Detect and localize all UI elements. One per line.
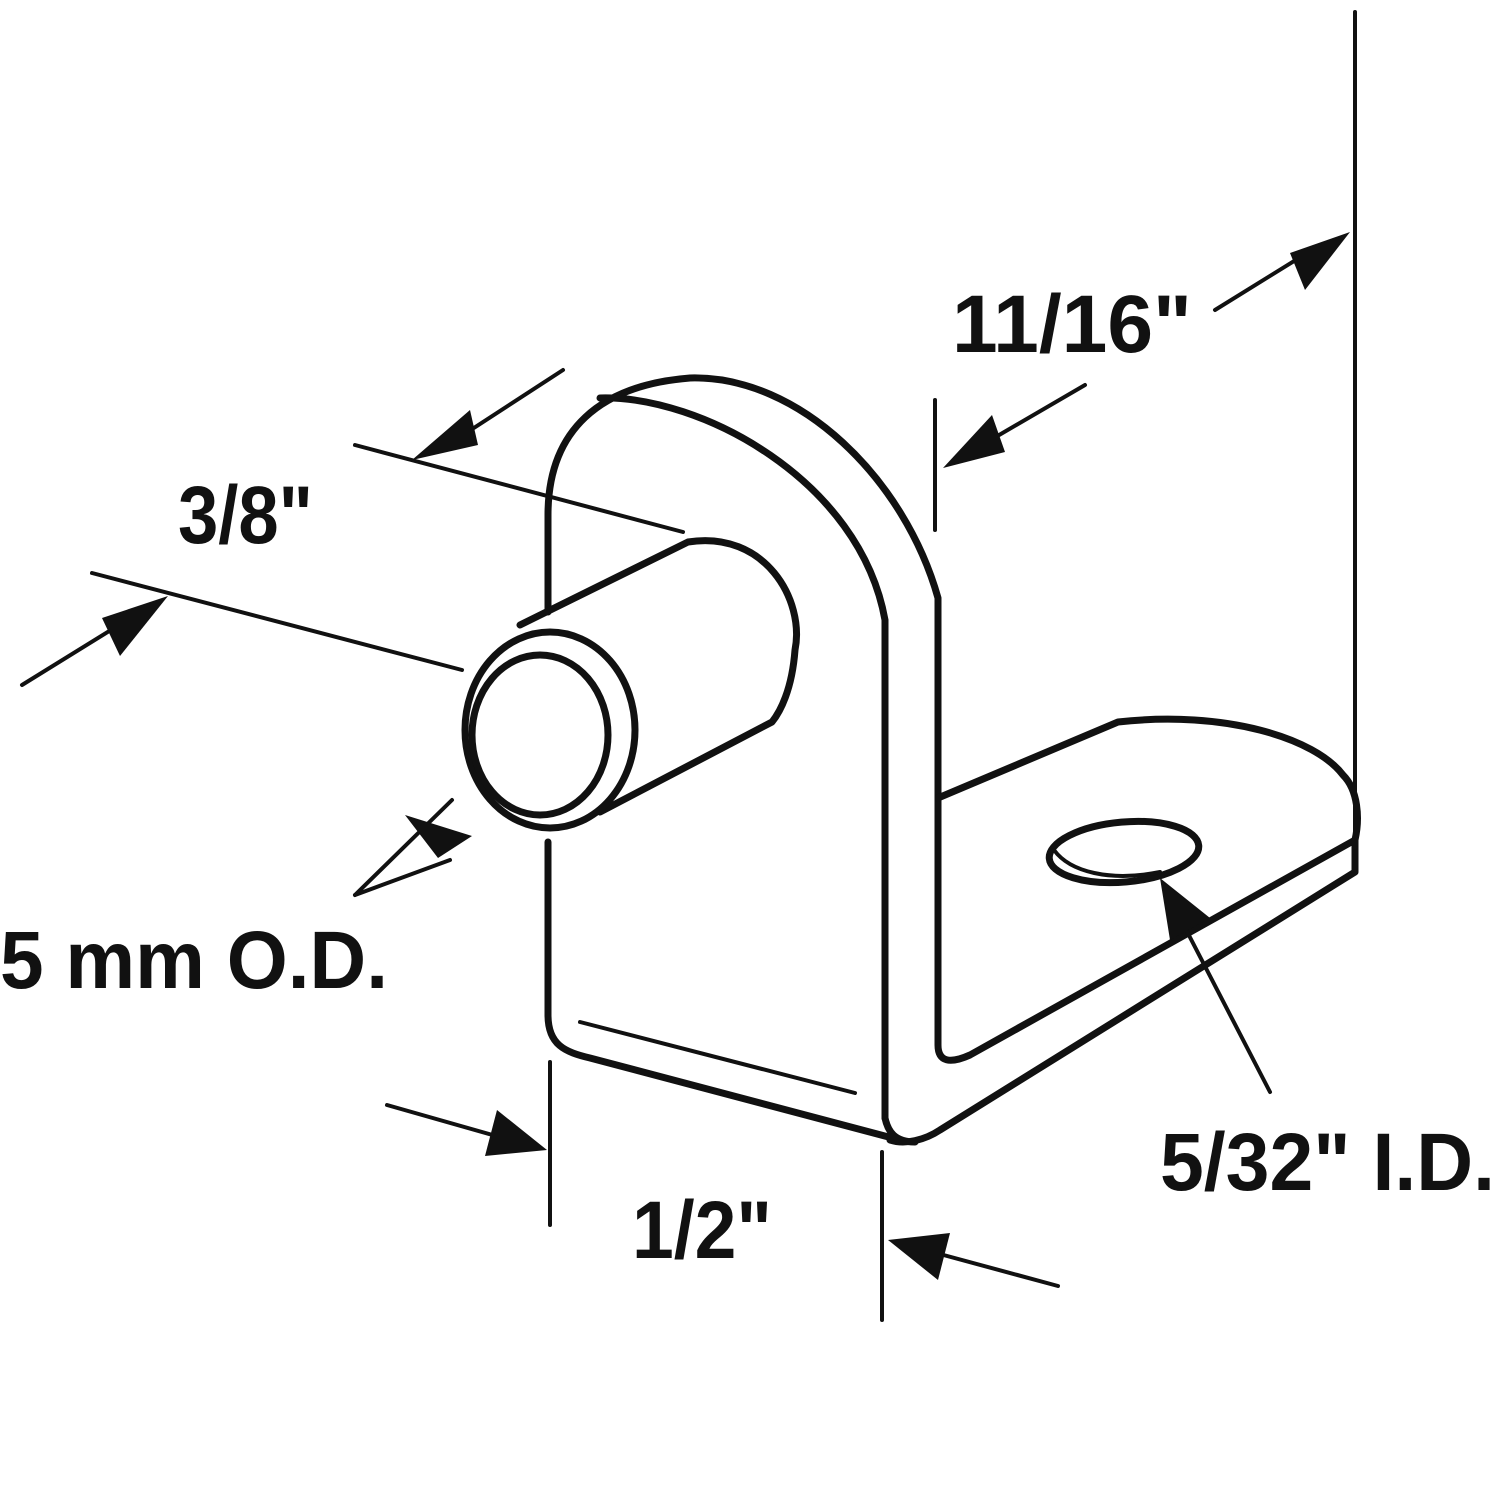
label-bracket-width: 1/2" — [632, 1185, 772, 1276]
shelf-pin — [461, 537, 800, 832]
inner-bend-edge — [934, 794, 1359, 1064]
bottom-fold-line — [578, 1020, 857, 1095]
dimension-hole-diameter — [1160, 878, 1272, 1094]
mounting-hole — [1045, 817, 1203, 887]
pin-face-outer — [461, 628, 639, 832]
base-flange-front-edge — [886, 836, 1359, 1146]
dimension-flange-length — [933, 10, 1357, 850]
pin-body — [516, 537, 800, 816]
base-flange-lower-bend — [881, 1114, 919, 1146]
label-flange-length: 11/16" — [952, 279, 1192, 370]
upright-plate-left-edge — [544, 838, 904, 1144]
label-hole-diameter: 5/32" I.D. — [1160, 1117, 1495, 1208]
label-pin-length: 3/8" — [178, 470, 313, 561]
label-pin-diameter: 5 mm O.D. — [0, 915, 388, 1006]
pin-face-inner — [468, 651, 612, 819]
bracket-outline — [544, 374, 1361, 1146]
dimension-bracket-width — [385, 1060, 1060, 1322]
dimension-pin-diameter — [353, 798, 472, 897]
upright-plate-inner-edge — [596, 394, 889, 1122]
upright-plate-outline — [544, 374, 942, 802]
dimension-pin-length — [20, 368, 685, 687]
